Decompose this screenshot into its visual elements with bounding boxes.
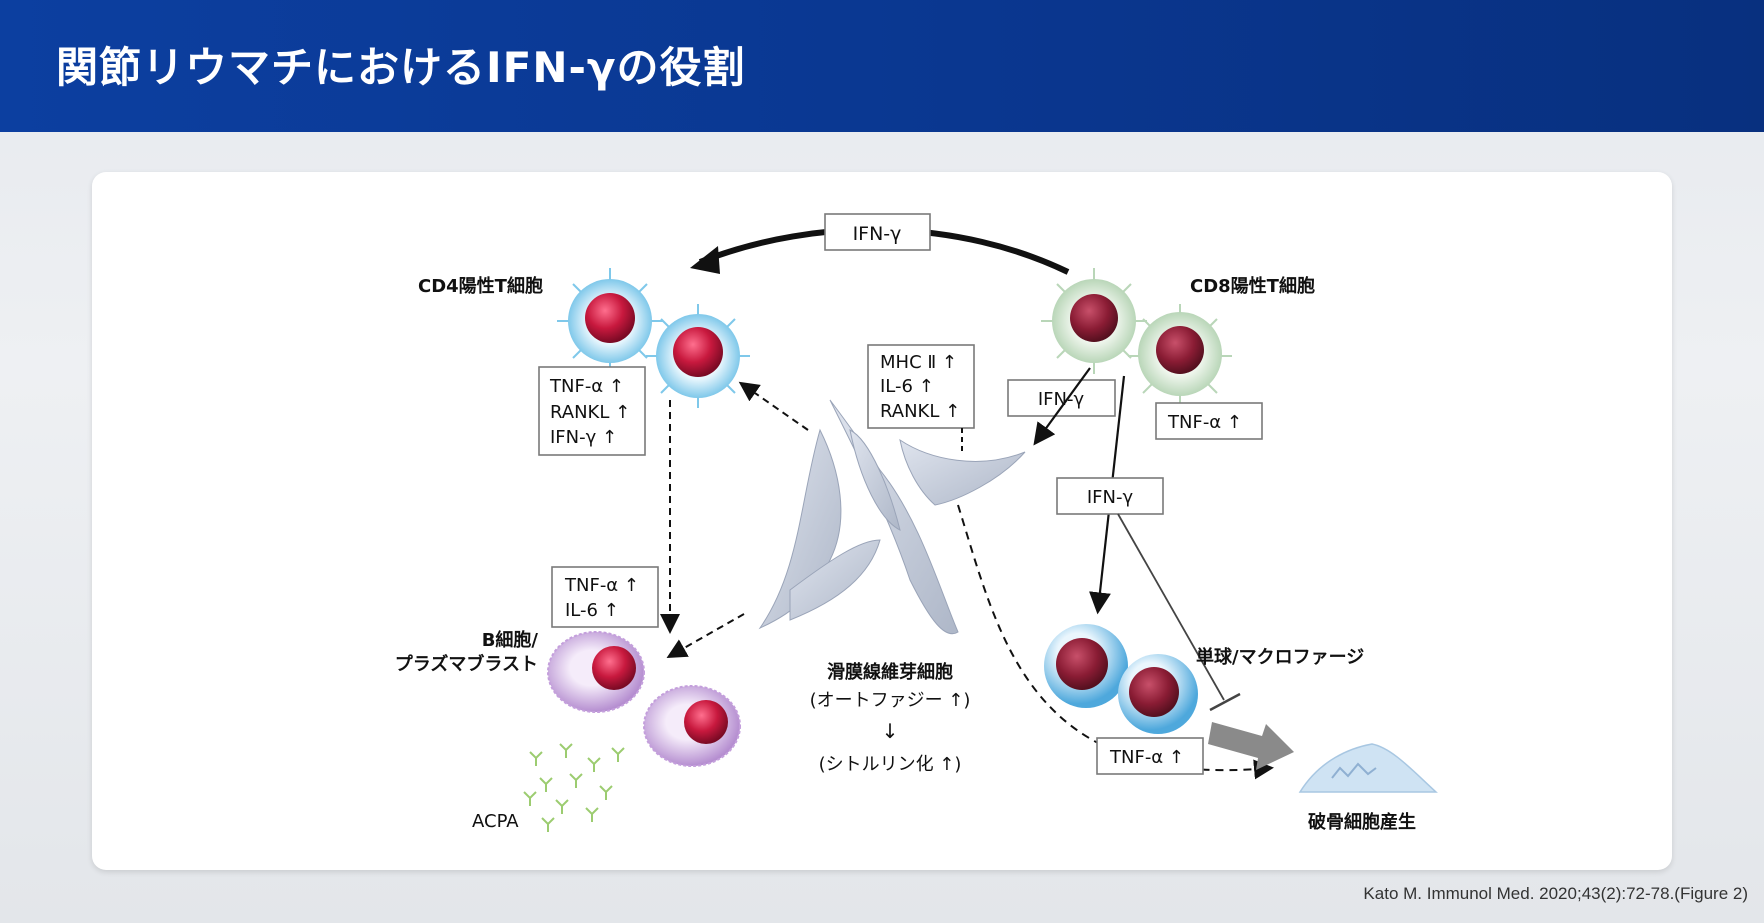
bcell-cytokine-box: [551, 566, 659, 628]
cd4-t-cell-2: [646, 304, 750, 408]
citrullination-label: (シトルリン化 ↑): [819, 754, 962, 775]
b-cell-1: [547, 631, 645, 713]
cd4-t-cell-1: [557, 268, 663, 374]
acpa-label: ACPA: [472, 811, 519, 832]
fibro-box-line-3: RANKL ↑: [880, 401, 960, 422]
fibro-to-bcell-arrow: [666, 613, 745, 658]
diagram-panel: [92, 172, 1672, 870]
mono-to-osteoclast-arrow: [1208, 722, 1294, 770]
cd4-label: CD4陽性T細胞: [418, 275, 543, 297]
bcell-label-line-1: B細胞/: [482, 629, 539, 651]
fibro-box-line-2: IL-6 ↑: [880, 376, 934, 397]
cd8-tnf-label: TNF-α ↑: [1167, 412, 1242, 433]
acpa-antibodies: [523, 743, 625, 832]
osteoclast-label: 破骨細胞産生: [1308, 811, 1416, 833]
cd8-t-cell-2: [1128, 304, 1232, 408]
top-ifn-label: IFN-γ: [853, 223, 902, 245]
cd8-to-fibro-arrow: [1033, 367, 1091, 446]
inhibition-line: [1117, 513, 1225, 701]
cd4-box-line-2: RANKL ↑: [550, 402, 630, 423]
cd8-ifn-box: [1007, 379, 1116, 417]
mono-tnf-box: [1096, 737, 1204, 775]
bcell-label-line-2: プラズマブラスト: [395, 653, 538, 675]
fibro-label: 滑膜線維芽細胞: [827, 661, 953, 683]
page-title: 関節リウマチにおけるIFN-γの役割: [56, 43, 746, 92]
cd4-box-line-3: IFN-γ ↑: [550, 427, 617, 448]
monocyte-label: 単球/マクロファージ: [1196, 646, 1364, 668]
cd8-t-cell-1: [1041, 268, 1147, 374]
citation: Kato M. Immunol Med. 2020;43(2):72-78.(F…: [1363, 884, 1748, 903]
inhibition-bar: [1209, 692, 1241, 712]
fibro-to-osteoclast-arrow: [957, 504, 1274, 780]
mid-ifn-box: [1056, 477, 1164, 515]
bcell-box-line-2: IL-6 ↑: [565, 600, 619, 621]
down-arrow-glyph: ↓: [882, 719, 899, 743]
top-ifn-box: [824, 213, 931, 251]
top-ifn-arrowhead: [690, 246, 720, 274]
header-bar: 関節リウマチにおけるIFN-γの役割: [0, 0, 1764, 132]
mono-tnf-label: TNF-α ↑: [1109, 747, 1184, 768]
cd8-tnf-box: [1155, 402, 1263, 440]
fibro-box-line-1: MHC Ⅱ ↑: [880, 352, 957, 373]
cd8-label: CD8陽性T細胞: [1190, 275, 1315, 297]
fibro-cytokine-box: [867, 344, 975, 429]
b-cell-2: [643, 685, 741, 767]
fibro-to-cd4-arrow: [738, 381, 809, 431]
bcell-box-line-1: TNF-α ↑: [564, 575, 639, 596]
cd4-cytokine-box: [538, 366, 646, 456]
cd4-box-line-1: TNF-α ↑: [549, 376, 624, 397]
cd8-ifn-label: IFN-γ: [1038, 389, 1085, 410]
autophagy-label: (オートファジー ↑): [810, 690, 971, 711]
mid-ifn-label: IFN-γ: [1087, 487, 1134, 508]
synovial-fibroblasts: [758, 399, 1026, 635]
osteoclast-cell: [1298, 743, 1438, 793]
monocyte-1: [1044, 624, 1128, 708]
monocyte-2: [1118, 654, 1198, 734]
